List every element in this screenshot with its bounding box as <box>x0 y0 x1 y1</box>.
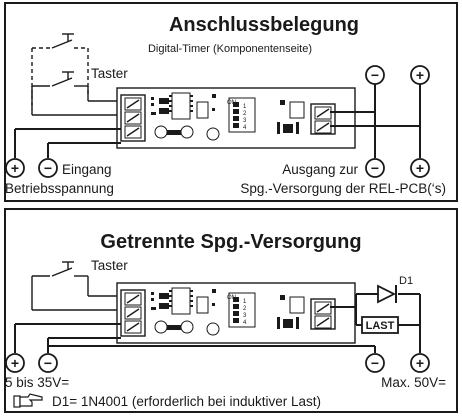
dip-pin-label: 3 <box>243 118 247 124</box>
dip-pin-label: 2 <box>243 306 247 312</box>
top-ausgang-label-line2: Spg.-Versorgung der REL-PCB(‘s) <box>240 181 446 196</box>
bottom-taster-label: Taster <box>91 258 128 273</box>
bottom-output-voltage-label: Max. 50V= <box>381 375 446 390</box>
dip-on-label: ON <box>227 295 236 301</box>
bottom-pushbutton-switch <box>31 261 121 311</box>
dip-pin-label: 2 <box>243 111 247 117</box>
bottom-out-minus-symbol: − <box>371 355 379 371</box>
bottom-plus-symbol: + <box>11 355 19 371</box>
bottom-out-plus-symbol: + <box>416 355 424 371</box>
top-plus-symbol: + <box>11 160 19 176</box>
top-out-plus-symbol-lower: + <box>416 160 424 176</box>
bottom-minus-symbol: − <box>44 355 52 371</box>
bottom-out-minus-terminal <box>365 353 385 373</box>
top-betriebsspannung-label: Betriebsspannung <box>5 181 114 196</box>
top-timer-pcb <box>116 87 356 149</box>
load-box <box>361 316 399 334</box>
load-label: LAST <box>366 320 395 332</box>
dip-pin-label: 1 <box>243 299 247 305</box>
top-out-plus-terminal-lower <box>410 158 430 178</box>
bottom-title: Getrennte Spg.-Versorgung <box>100 231 361 253</box>
bottom-input-voltage-label: 5 bis 35V= <box>5 375 69 390</box>
top-subtitle: Digital-Timer (Komponentenseite) <box>148 43 312 55</box>
top-supply-wiring <box>14 128 121 158</box>
pushbutton-switch <box>32 71 88 87</box>
bottom-output-wiring <box>330 293 421 353</box>
top-out-minus-symbol-lower: − <box>371 160 379 176</box>
top-output-wiring <box>330 84 421 158</box>
top-out-minus-terminal-upper <box>365 65 385 85</box>
top-plus-terminal <box>5 158 25 178</box>
top-minus-symbol: − <box>44 160 52 176</box>
bottom-supply-wiring <box>14 323 376 353</box>
top-eingang-label: Eingang <box>62 162 112 177</box>
dip-pin-label: 4 <box>243 320 247 326</box>
top-minus-terminal <box>38 158 58 178</box>
top-out-minus-terminal-lower <box>365 158 385 178</box>
top-out-plus-terminal-upper <box>410 65 430 85</box>
optional-pushbutton-switch <box>31 33 88 95</box>
diode-d1-icon <box>377 284 397 304</box>
top-out-minus-symbol-upper: − <box>371 67 379 83</box>
diode-note: D1= 1N4001 (erforderlich bei induktiver … <box>52 394 321 409</box>
top-title: Anschlussbelegung <box>169 14 359 36</box>
pointing-hand-icon <box>13 393 43 408</box>
bottom-minus-terminal <box>38 353 58 373</box>
top-taster-label: Taster <box>91 66 128 81</box>
top-out-plus-symbol-upper: + <box>416 67 424 83</box>
bottom-out-plus-terminal <box>410 353 430 373</box>
dip-on-label: ON <box>227 100 236 106</box>
dip-pin-label: 4 <box>243 125 247 131</box>
dip-pin-label: 3 <box>243 313 247 319</box>
bottom-timer-pcb <box>116 282 356 344</box>
dip-pin-label: 1 <box>243 104 247 110</box>
bottom-plus-terminal <box>5 353 25 373</box>
top-ausgang-label-line1: Ausgang zur <box>282 162 358 177</box>
diode-label: D1 <box>399 275 413 287</box>
